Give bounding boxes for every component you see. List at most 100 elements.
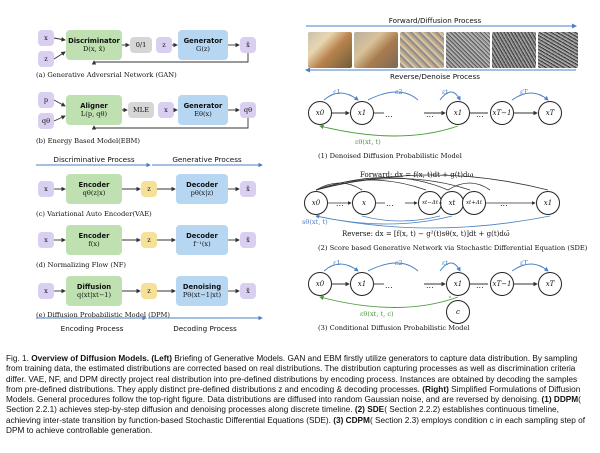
nf-decoder-formula: f⁻¹(x) xyxy=(193,240,211,249)
cdpm-eps-t: εt xyxy=(442,259,449,267)
sde-node-xt-plus-label: xt+Δt xyxy=(465,200,483,206)
cdpm-node-xT-1: xT−1 xyxy=(490,272,514,296)
sde-node-x0: x0 xyxy=(304,191,328,215)
cdpm-node-condition-label: c xyxy=(456,308,460,316)
cdpm-node-x1-label: x1 xyxy=(357,280,367,288)
ddpm-eps-1: ε1 xyxy=(333,88,341,96)
image-mostly-noise xyxy=(492,32,536,68)
forward-diffusion-label: Forward/Diffusion Process xyxy=(388,16,482,25)
gan-z-label: z xyxy=(44,54,48,63)
sde-node-xt-minus-label: xt−Δt xyxy=(421,200,439,206)
ddpm-eps-theta: εθ(xt, t) xyxy=(355,138,381,146)
dpm-denoising-formula: Pθ(xt−1|xt) xyxy=(182,291,222,300)
nf-z-label: z xyxy=(147,235,151,244)
ddpm-eps-t: εt xyxy=(442,88,449,96)
sde-node-xt-label: xt xyxy=(448,199,456,207)
ddpm-ellipsis-2: ... xyxy=(426,110,434,119)
dpm-x-label: x xyxy=(44,286,48,295)
vae-encoder-formula: qθ(z|x) xyxy=(82,189,106,198)
nf-out-label: x̂ xyxy=(246,235,250,244)
gan-generator-formula: G(z) xyxy=(196,45,210,54)
sde-node-x: x xyxy=(352,191,376,215)
dpm-diffusion-formula: q(xt|xt−1) xyxy=(76,291,112,300)
image-heavy-noise xyxy=(446,32,490,68)
nf-decoder-title: Decoder xyxy=(186,231,218,240)
ebm-q-label: qθ xyxy=(41,116,51,125)
dpm-z-label: z xyxy=(147,286,151,295)
ebm-out-label: qθ xyxy=(243,105,253,114)
ebm-q-box: qθ xyxy=(38,113,54,129)
ebm-x-box: x xyxy=(158,102,174,118)
cdpm-eps-1: ε1 xyxy=(333,259,341,267)
ebm-p-label: p xyxy=(43,95,49,104)
ddpm-node-x0-label: x0 xyxy=(315,109,325,117)
caption-cdpm: (3) CDPM xyxy=(333,415,370,425)
sde-node-x-label: x xyxy=(362,199,366,207)
gan-generator-title: Generator xyxy=(183,36,223,45)
caption-body-4: ( Section 2.2.2) establishes continuous … xyxy=(6,405,559,425)
ebm-mle-box: MLE xyxy=(128,102,154,118)
dpm-denoising-title: Denoising xyxy=(182,282,222,291)
ddpm-node-xT: xT xyxy=(538,101,562,125)
cdpm-ellipsis-1: ... xyxy=(385,281,393,290)
ebm-x-label: x xyxy=(164,105,168,114)
cdpm-ellipsis-3: ... xyxy=(476,281,484,290)
ddpm-node-xt: x1 xyxy=(446,101,470,125)
sde-caption: (2) Score based Generative Network via S… xyxy=(318,244,588,252)
caption-body-2: Simplified Formulations of Diffusion Mod… xyxy=(6,384,581,405)
ddpm-caption: (1) Denoised Diffusion Probabilistic Mod… xyxy=(318,152,462,160)
ebm-out-box: qθ xyxy=(240,102,256,118)
vae-x-box: x xyxy=(38,181,54,197)
caption-body-1: Briefing of Generative Models. GAN and E… xyxy=(6,354,578,394)
gan-out-label: x̂ xyxy=(246,40,250,49)
cdpm-node-xT: xT xyxy=(538,272,562,296)
nf-caption: (d) Normalizing Flow (NF) xyxy=(36,261,127,269)
gan-binary-box: 0/1 xyxy=(130,37,152,53)
cdpm-ellipsis-2: ... xyxy=(426,281,434,290)
nf-x-label: x xyxy=(44,235,48,244)
cdpm-node-condition: c xyxy=(446,300,470,324)
ddpm-ellipsis-3: ... xyxy=(476,110,484,119)
sde-ellipsis-3: ... xyxy=(500,199,508,208)
vae-x-label: x xyxy=(44,184,48,193)
sde-node-xt-plus: xt+Δt xyxy=(462,191,486,215)
caption-body-3: ( Section 2.2.1) achieves step-by-step d… xyxy=(6,395,581,415)
figure-caption: Fig. 1. Overview of Diffusion Models. (L… xyxy=(6,354,594,436)
ddpm-node-x1-label: x1 xyxy=(357,109,367,117)
sde-node-x0-label: x0 xyxy=(311,199,321,207)
gan-x-label: x xyxy=(44,33,48,42)
right-arrows xyxy=(305,23,577,308)
nf-x-box: x xyxy=(38,232,54,248)
dpm-out-box: x̂ xyxy=(240,283,256,299)
sde-node-x1-label: x1 xyxy=(543,199,553,207)
decoding-process-label: Decoding Process xyxy=(173,324,237,333)
vae-decoder-formula: pθ(x|z) xyxy=(190,189,214,198)
dpm-out-label: x̂ xyxy=(246,286,250,295)
ebm-p-box: p xyxy=(38,92,54,108)
sde-node-x1: x1 xyxy=(536,191,560,215)
cdpm-eps-theta: εθ(xt, t, c) xyxy=(360,310,394,318)
ddpm-node-xT-1: xT−1 xyxy=(490,101,514,125)
caption-ddpm: (1) DDPM xyxy=(541,395,579,405)
sde-reverse-equation: Reverse: dx = [f(x, t) − g²(t)sθ(x, t)]d… xyxy=(342,230,510,238)
ebm-aligner-formula: L(p, qθ) xyxy=(80,110,108,119)
gan-x-box: x xyxy=(38,30,54,46)
vae-caption: (c) Variational Auto Encoder(VAE) xyxy=(36,210,152,218)
ebm-generator-title: Generator xyxy=(183,101,223,110)
caption-body-5: ( Section 2.3) employs condition c in ea… xyxy=(6,415,586,436)
nf-encoder-formula: f(x) xyxy=(88,240,100,249)
vae-out-label: x̂ xyxy=(246,184,250,193)
gan-discriminator-formula: D(x, x̂) xyxy=(82,45,106,54)
ddpm-ellipsis-1: ... xyxy=(385,110,393,119)
ddpm-node-xt-label: x1 xyxy=(453,109,463,117)
caption-right-title: (Right) xyxy=(422,384,449,394)
